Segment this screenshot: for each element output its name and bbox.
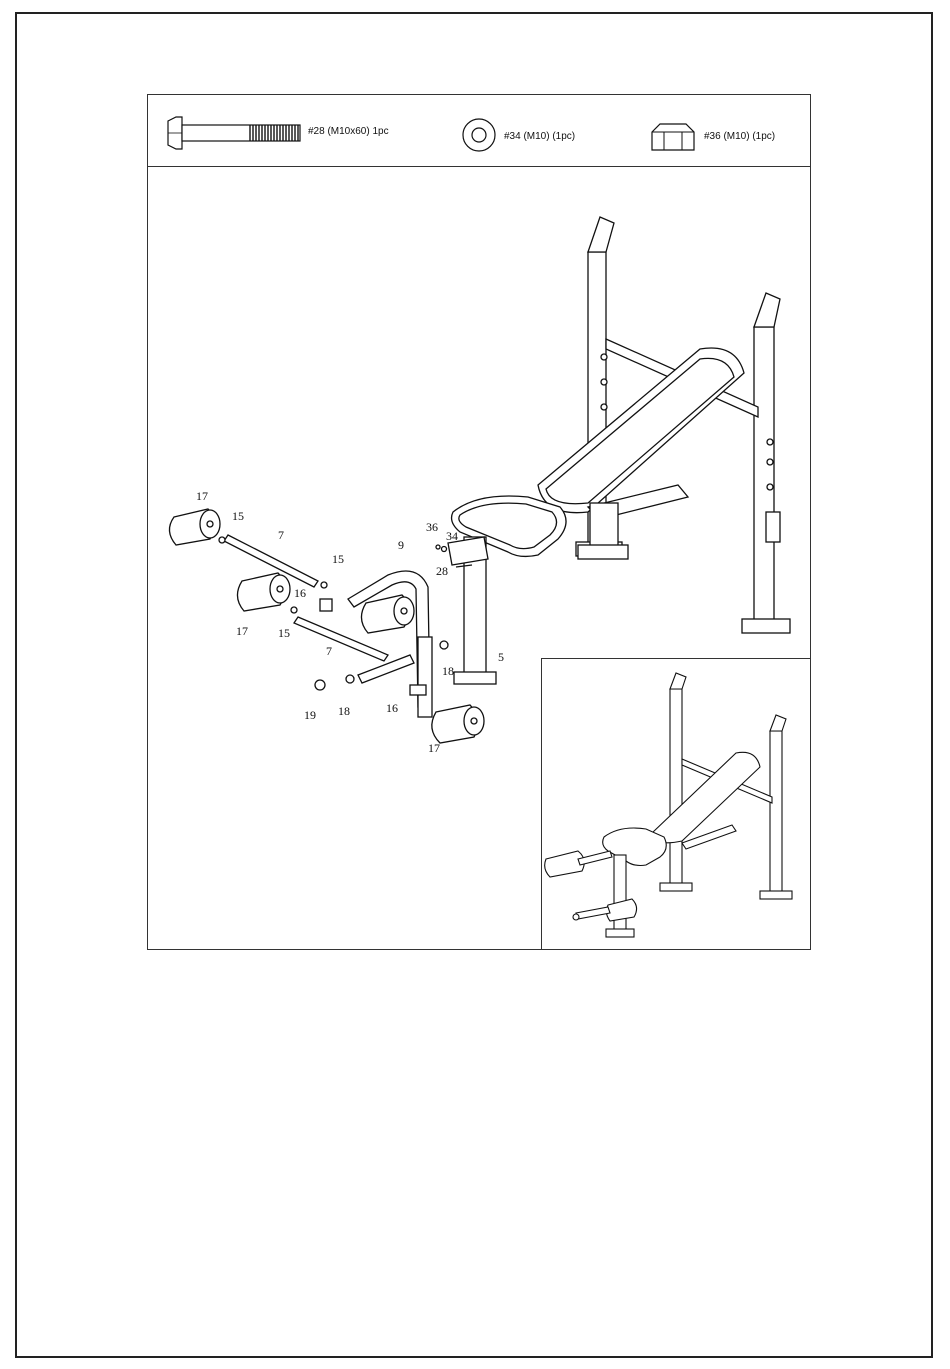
foam-roller-middle: [237, 573, 290, 611]
callout-18-b: 18: [338, 704, 350, 718]
callout-7-b: 7: [326, 644, 332, 658]
foam-washer-15c: [291, 607, 297, 613]
callout-28: 28: [436, 564, 448, 578]
assembly-step-panel: #28 (M10x60) 1pc #34 (M10) (1pc) #36 (M1…: [147, 94, 811, 950]
collar-18a: [440, 641, 448, 649]
nut-icon: [650, 122, 696, 152]
callout-17-b: 17: [236, 624, 248, 638]
callout-15-a: 15: [232, 509, 244, 523]
foam-washer-15b: [321, 582, 327, 588]
foam-roller-lower: [432, 705, 484, 743]
washer-label: #34 (M10) (1pc): [504, 131, 575, 142]
callout-5: 5: [498, 650, 504, 664]
front-post: [448, 537, 496, 684]
end-cap-16a: [320, 599, 332, 611]
foam-roller-frame: [361, 595, 414, 633]
bolt-icon: [166, 115, 302, 151]
backrest-pad: [538, 348, 744, 513]
rear-upright-right: [742, 293, 790, 633]
callout-7-a: 7: [278, 528, 284, 542]
collar-18b: [346, 675, 354, 683]
foam-washer-15a: [219, 537, 225, 543]
assembled-view-inset: [541, 658, 810, 949]
assembled-bench-diagram: [542, 659, 810, 949]
washer-34: [442, 547, 447, 552]
bolt-label: #28 (M10x60) 1pc: [308, 126, 389, 137]
callout-36: 36: [426, 520, 438, 534]
callout-15-c: 15: [278, 626, 290, 640]
callout-17-c: 17: [428, 741, 440, 755]
foam-roller-upper-left: [169, 509, 220, 545]
washer-icon: [461, 117, 497, 153]
callout-15-b: 15: [332, 552, 344, 566]
callout-18-a: 18: [442, 664, 454, 678]
callout-17-a: 17: [196, 489, 208, 503]
callout-16-b: 16: [386, 701, 398, 715]
callout-16-a: 16: [294, 586, 306, 600]
callout-34: 34: [446, 529, 458, 543]
nut-36: [436, 545, 440, 549]
hardware-list: #28 (M10x60) 1pc #34 (M10) (1pc) #36 (M1…: [148, 95, 810, 167]
end-cap-16b: [410, 685, 426, 695]
callout-19: 19: [304, 708, 316, 722]
spring-clip-19: [315, 680, 325, 690]
callout-9: 9: [398, 538, 404, 552]
nut-label: #36 (M10) (1pc): [704, 131, 775, 142]
